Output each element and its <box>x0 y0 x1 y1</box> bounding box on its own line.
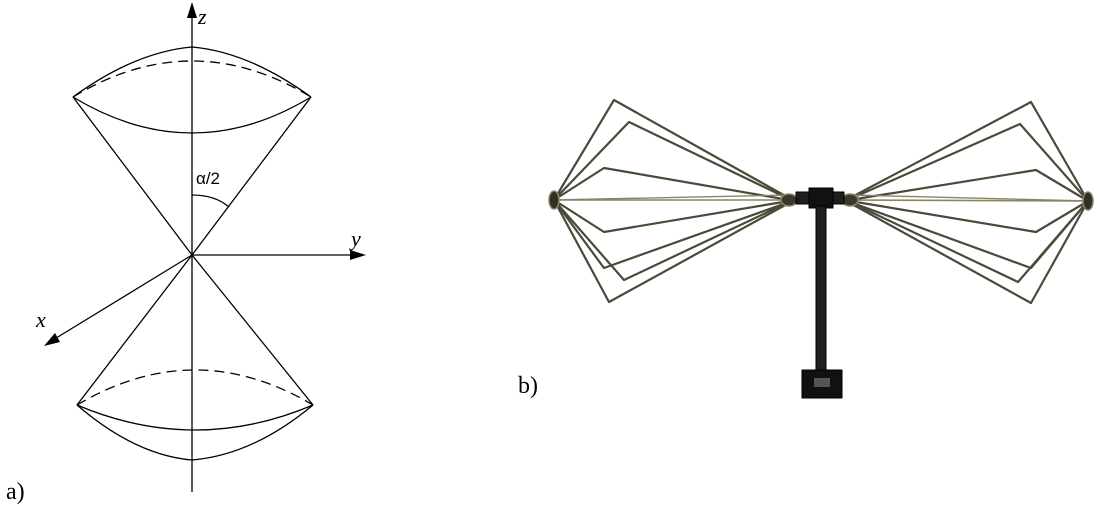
right-cage <box>849 100 1089 305</box>
support-mast <box>815 205 827 373</box>
upper-cone-rim-back <box>72 60 312 98</box>
half-angle-arc <box>191 194 230 208</box>
lower-cone <box>76 254 314 461</box>
y-axis-arrowhead <box>350 250 366 260</box>
panel-a-diagram <box>44 2 366 492</box>
lower-cone-rim-front <box>76 404 314 431</box>
y-axis-label: y <box>349 226 361 251</box>
half-angle-label: α/2 <box>196 169 220 188</box>
upper-cone <box>72 46 312 256</box>
feed-balun <box>808 187 834 209</box>
lower-cone-rim-back <box>76 369 314 406</box>
panel-a-label: a) <box>6 479 25 505</box>
x-axis <box>47 254 193 344</box>
lower-cone-cap <box>76 404 314 461</box>
left-cage <box>553 98 790 304</box>
z-axis-arrowhead <box>187 2 197 18</box>
x-axis-label: x <box>35 307 46 332</box>
panel-b-label: b) <box>518 373 538 399</box>
x-axis-arrowhead <box>44 333 60 346</box>
upper-cone-rim-front <box>72 96 312 134</box>
base-label-plate <box>814 378 830 387</box>
upper-cone-cap <box>72 46 312 98</box>
panel-b-antenna-illustration <box>548 98 1094 399</box>
z-axis-label: z <box>197 4 207 29</box>
